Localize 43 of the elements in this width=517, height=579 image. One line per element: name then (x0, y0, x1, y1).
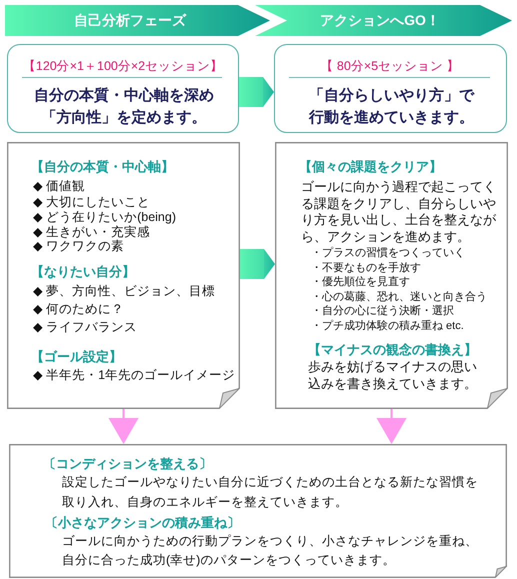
list-item: ・心の葛藤、恐れ、迷いと向き合う (311, 290, 487, 304)
list-item: ・優先順位を見直す (311, 275, 410, 289)
description-text: 自分の本質・中心軸を深め「方向性」を定めます。 (33, 86, 215, 128)
note-box (7, 142, 240, 409)
session-label: 【120分×1＋100分×2セッション】 (22, 58, 224, 74)
section-heading: 【個々の課題をクリア】 (299, 159, 442, 175)
banner-title: アクションへGO！ (320, 11, 440, 30)
list-item: ・プラスの習慣をつくっていく (311, 246, 465, 260)
list-item: ◆ どう在りたいか(being) (33, 209, 176, 225)
list-item: ◆ 半年先・1年先のゴールイメージ (33, 367, 236, 383)
note-box (275, 142, 508, 409)
banner-title: 自己分析フェーズ (74, 11, 186, 30)
note-box (9, 444, 507, 578)
list-item: ◆ 何のために？ (33, 301, 124, 317)
session-label: 【 80分×5セッション 】 (320, 58, 460, 74)
section-heading: 【マイナスの観念の書換え】 (308, 342, 477, 358)
section-heading: 〔小さなアクションの積み重ね〕 (45, 515, 240, 531)
paragraph: 設定したゴールやなりたい自分に近づくための土台となる新たな習慣を取り入れ、自身のエネルギーを整えていきます。 (62, 474, 478, 511)
section-heading: 【自分の本質・中心軸】 (31, 159, 174, 175)
rounded-box (274, 44, 507, 133)
chevron-banner (255, 5, 512, 36)
list-item: ・プチ成功体験の積み重ね etc. (311, 318, 464, 332)
arrow (108, 409, 138, 444)
paragraph: ゴールに向かう過程で起こってくる課題をクリアし、自分らしいやり方を見い出し、土台を整えながら、アクションを進めます。 (301, 179, 497, 245)
description-text: 「自分らしいやり方」で行動を進めていきます。 (308, 86, 476, 128)
section-heading: 【ゴール設定】 (31, 349, 122, 365)
arrow (376, 409, 406, 444)
chevron-banner (5, 5, 270, 36)
paragraph: 歩みを妨げるマイナスの思い込みを書き換えていきます。 (308, 359, 478, 392)
section-heading: 【なりたい自分】 (31, 264, 135, 280)
list-item: ◆ 生きがい・充実感 (33, 224, 150, 240)
list-item: ◆ ライフバランス (33, 319, 138, 335)
section-heading: 〔コンディションを整える〕 (43, 456, 212, 472)
list-item: ◆ 価値観 (33, 178, 86, 194)
list-item: ◆ ワクワクの素 (33, 238, 124, 254)
block-arrow (240, 249, 275, 279)
block-arrow (239, 77, 274, 107)
list-item: ◆ 夢、方向性、ビジョン、目標 (33, 283, 216, 299)
list-item: ・自分の心に従う決断・選択 (311, 304, 454, 318)
list-item: ・不要なものを手放す (311, 260, 421, 274)
rounded-box (7, 44, 239, 133)
list-item: ◆ 大切にしたいこと (33, 194, 150, 210)
paragraph: ゴールに向かうための行動プランをつくり、小さなチャレンジを重ね、自分に合った成功(幸せ)のパターンをつくっていきます。 (62, 533, 478, 569)
